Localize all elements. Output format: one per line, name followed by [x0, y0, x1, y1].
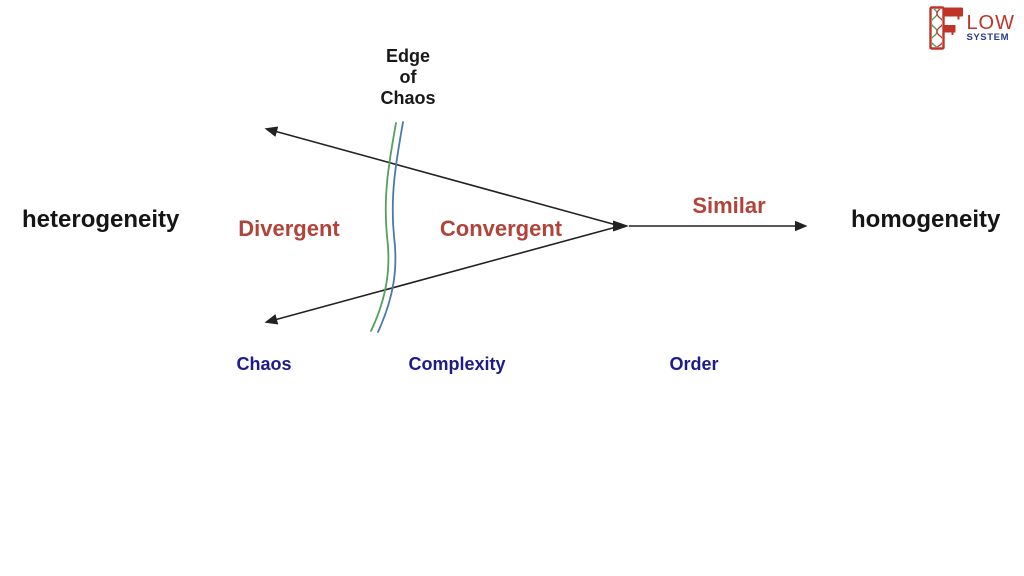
homogeneity-label: homogeneity — [851, 206, 1001, 233]
regime-label-chaos: Chaos — [236, 354, 292, 374]
boundary-wave-blue — [377, 121, 404, 333]
junction-arrowhead-icon — [613, 220, 629, 232]
edge-of-chaos-line3: Chaos — [380, 88, 436, 108]
regime-label-complexity: Complexity — [408, 354, 506, 374]
regime-label-order: Order — [669, 354, 719, 374]
divergent-arrows — [264, 126, 621, 325]
edge-of-chaos-boundary-lines — [370, 121, 404, 333]
logo-word-system: SYSTEM — [966, 32, 1010, 43]
convergent-label: Convergent — [439, 216, 563, 241]
edge-of-chaos-label: Edge of Chaos — [380, 46, 435, 109]
similar-label: Similar — [692, 193, 766, 218]
edge-of-chaos-line1: Edge — [385, 46, 431, 66]
edge-of-chaos-line2: of — [399, 67, 417, 87]
heterogeneity-label: heterogeneity — [22, 206, 180, 233]
flow-system-logo: LOW SYSTEM — [929, 6, 1015, 50]
divergent-label: Divergent — [238, 216, 340, 241]
flow-logo-f-icon — [929, 6, 964, 50]
dna-helix-icon — [932, 9, 943, 47]
logo-wordmark: LOW SYSTEM — [966, 12, 1015, 43]
logo-word-low: LOW — [966, 12, 1015, 34]
similar-arrow — [613, 220, 808, 232]
boundary-wave-green — [370, 122, 397, 332]
